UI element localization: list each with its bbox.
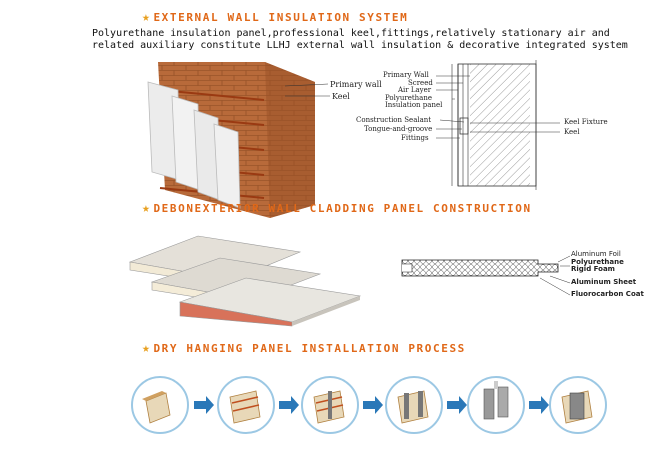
star-icon: ★	[142, 201, 152, 216]
label-diagram-primary-wall: Primary Wall	[383, 71, 429, 79]
label-keel-fixture: Keel Fixture	[564, 118, 608, 126]
label-aluminum-sheet: Aluminum Sheet	[571, 278, 637, 286]
label-pu-panel-2: Insulation panel	[385, 101, 443, 109]
label-fluorocarbon: Fluorocarbon Coat	[571, 290, 644, 298]
label-aluminum-foil: Aluminum Foil	[571, 250, 621, 258]
label-primary-wall: Primary wall	[330, 80, 382, 89]
process-steps	[131, 376, 607, 434]
label-diagram-keel: Keel	[564, 128, 580, 136]
label-screed: Screed	[408, 79, 433, 87]
section-title-dry-hanging: ★DRY HANGING PANEL INSTALLATION PROCESS	[142, 341, 466, 356]
section-title-external: ★EXTERNAL WALL INSULATION SYSTEM	[142, 10, 409, 25]
star-icon: ★	[142, 10, 152, 25]
star-icon: ★	[142, 341, 152, 356]
label-air-layer: Air Layer	[398, 86, 432, 94]
label-pu-foam-1: Polyurethane	[571, 258, 624, 266]
label-construction-sealant: Construction Sealant	[356, 116, 432, 124]
arrow-right-icon	[194, 396, 549, 414]
label-pu-foam-2: Rigid Foam	[571, 265, 615, 273]
label-pu-panel-1: Polyurethane	[385, 94, 432, 102]
section-description: Polyurethane insulation panel,profession…	[92, 28, 628, 51]
label-keel: Keel	[332, 92, 350, 101]
label-fittings: Fittings	[401, 134, 429, 142]
section-title-cladding: ★DEBONEXTERIOR WALL CLADDING PANEL CONST…	[142, 201, 532, 216]
label-tongue-groove: Tongue-and-groove	[364, 125, 433, 133]
